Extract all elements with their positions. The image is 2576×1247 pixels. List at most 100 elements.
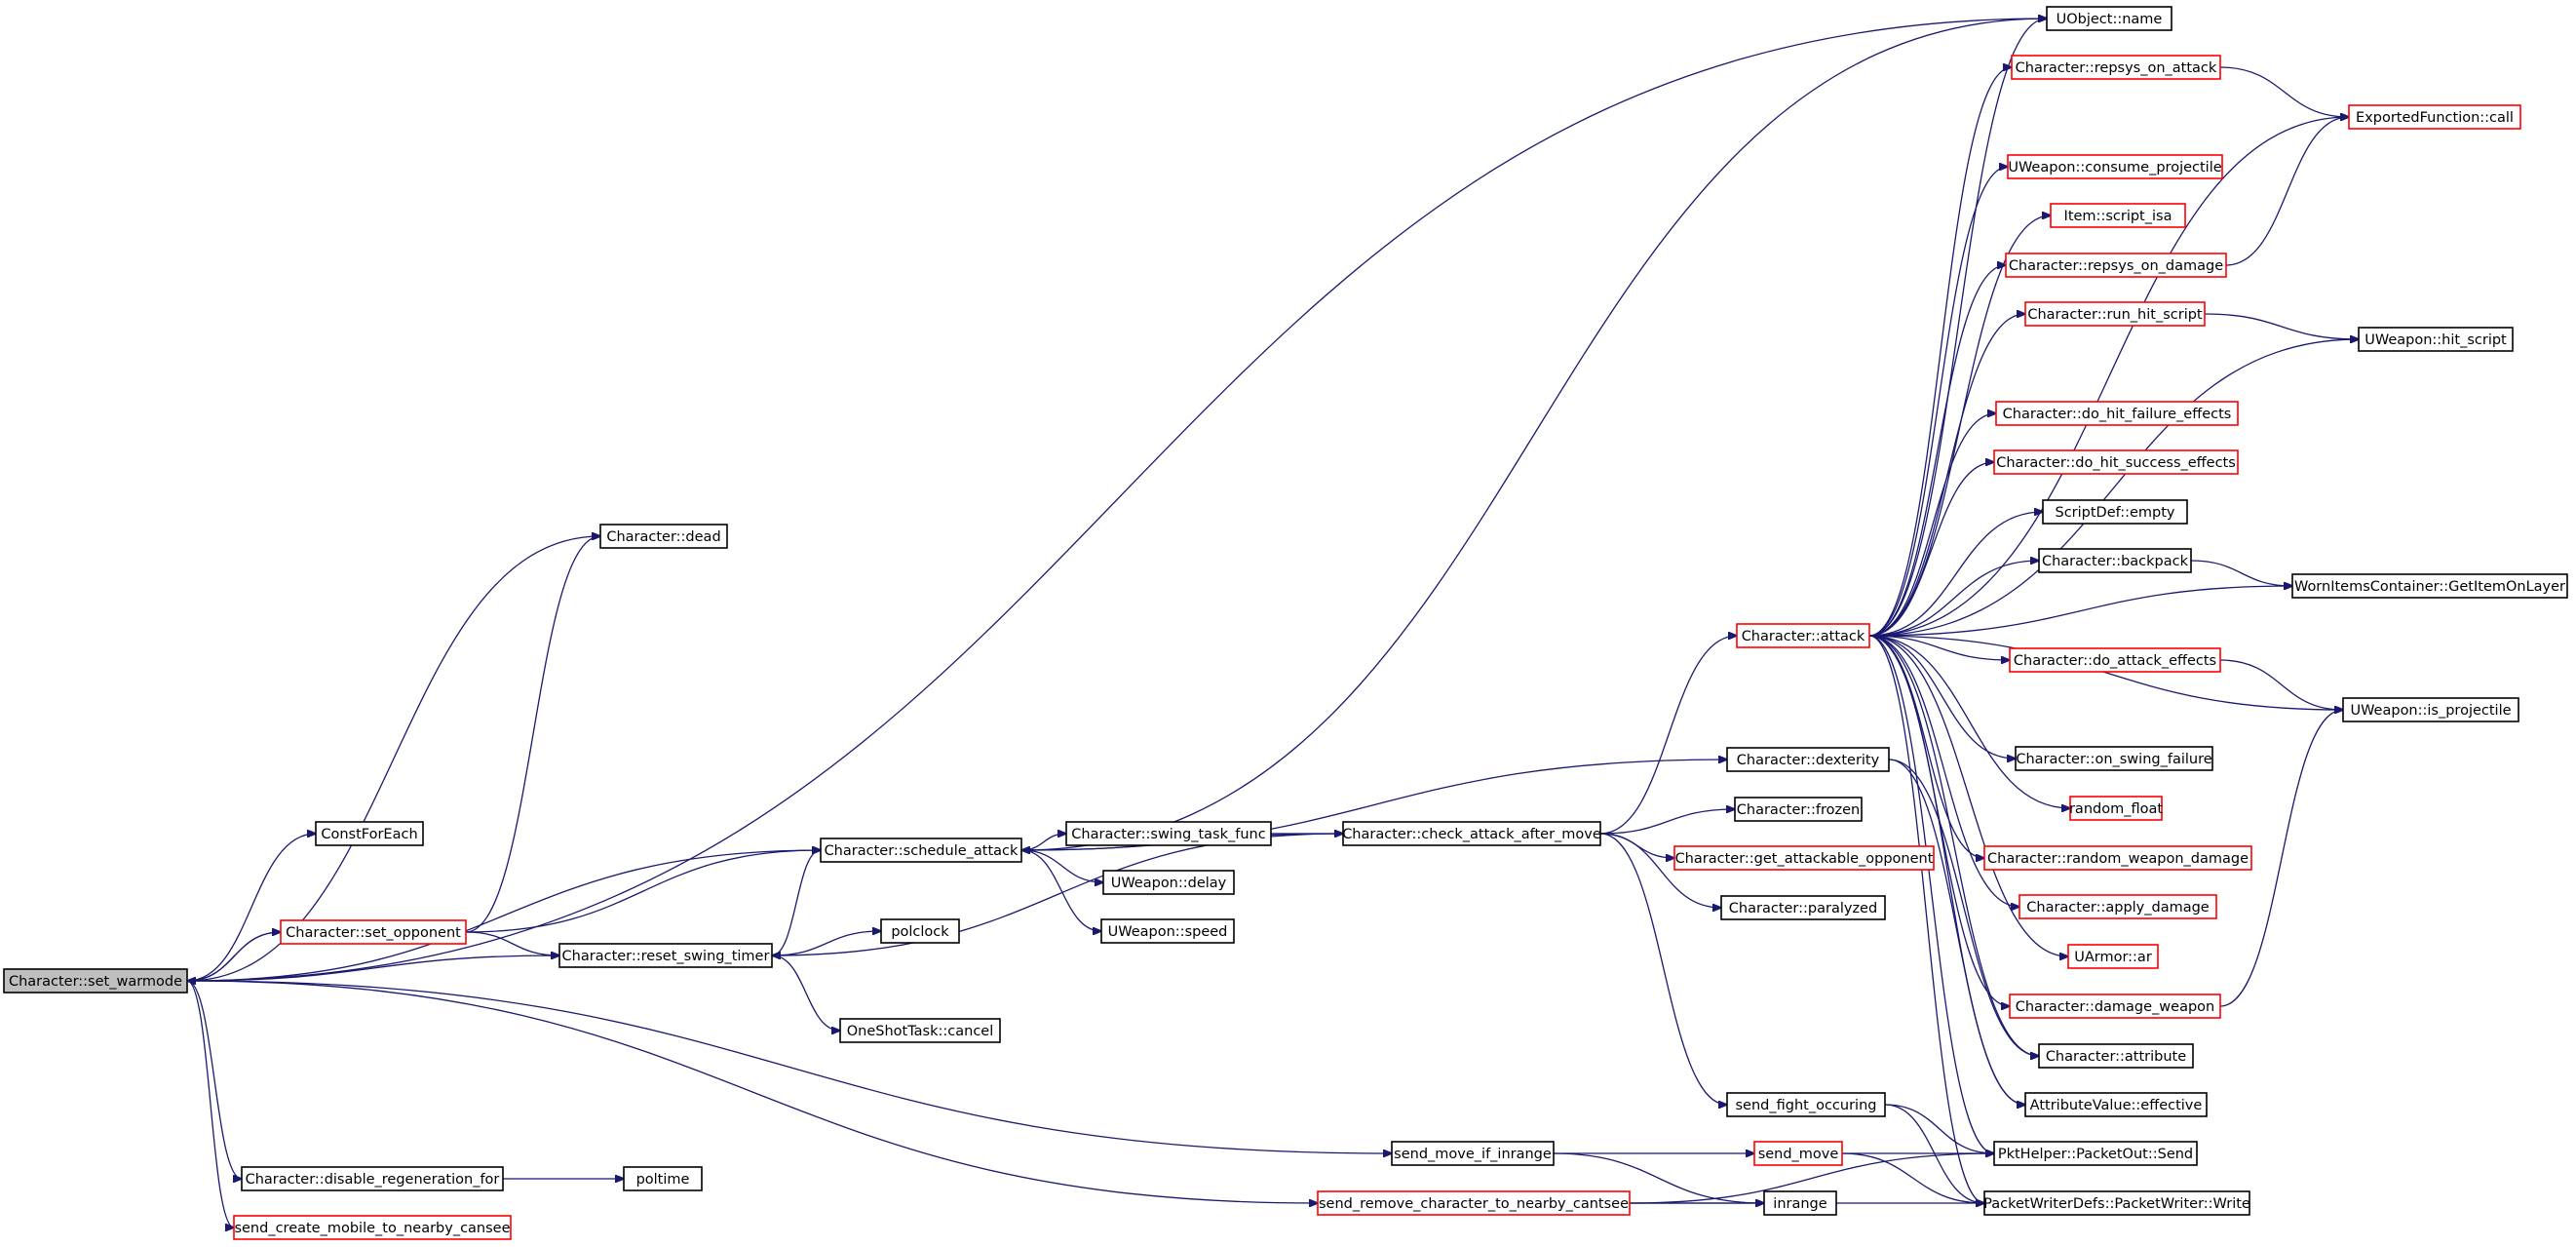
node-label: Character::apply_damage xyxy=(2026,900,2210,916)
node-disable-regeneration-for[interactable]: Character::disable_regeneration_for xyxy=(241,1166,504,1191)
node-getitemonlayer[interactable]: WornItemsContainer::GetItemOnLayer xyxy=(2291,573,2568,599)
node-poltime[interactable]: poltime xyxy=(623,1166,703,1191)
node-on-swing-failure[interactable]: Character::on_swing_failure xyxy=(2015,746,2213,771)
node-exportedfunction-call[interactable]: ExportedFunction::call xyxy=(2348,104,2521,130)
node-uweapon-is-projectile[interactable]: UWeapon::is_projectile xyxy=(2342,697,2519,722)
edge-attack-to-do_hit_success_effects xyxy=(1868,462,1994,637)
node-uweapon-hit-script[interactable]: UWeapon::hit_script xyxy=(2358,327,2514,352)
node-label: Item::script_isa xyxy=(2064,209,2172,224)
node-send-move-if-inrange[interactable]: send_move_if_inrange xyxy=(1391,1141,1555,1166)
node-packetwriter-write[interactable]: PacketWriterDefs::PacketWriter::Write xyxy=(1983,1190,2250,1216)
node-attribute[interactable]: Character::attribute xyxy=(2038,1043,2194,1069)
node-label: Character::dexterity xyxy=(1737,753,1880,768)
node-box xyxy=(1983,1190,2250,1216)
edge-check_attack_after_move-to-send_fight_occuring xyxy=(1599,833,1727,1105)
node-label: Character::dead xyxy=(606,529,720,545)
node-box xyxy=(2042,499,2188,525)
node-box xyxy=(1317,1190,1631,1216)
node-label: Character::schedule_attack xyxy=(825,843,1019,859)
edge-attack-to-ScriptDef_empty xyxy=(1868,512,2043,637)
node-dexterity[interactable]: Character::dexterity xyxy=(1726,747,1890,772)
node-swing-task-func[interactable]: Character::swing_task_func xyxy=(1065,821,1272,846)
node-random-weapon-damage[interactable]: Character::random_weapon_damage xyxy=(1983,845,2252,871)
node-send-fight-occuring[interactable]: send_fight_occuring xyxy=(1726,1092,1886,1117)
node-box xyxy=(2015,746,2213,771)
node-run-hit-script[interactable]: Character::run_hit_script xyxy=(2024,301,2206,327)
node-label: UWeapon::speed xyxy=(1108,924,1228,940)
node-label: Character::random_weapon_damage xyxy=(1987,851,2249,867)
node-repsys-on-attack[interactable]: Character::repsys_on_attack xyxy=(2011,55,2221,80)
node-packetout-send[interactable]: PktHelper::PacketOut::Send xyxy=(1993,1141,2198,1166)
node-label: Character::do_attack_effects xyxy=(2014,653,2216,669)
node-get-attackable-opponent[interactable]: Character::get_attackable_opponent xyxy=(1673,845,1935,871)
node-box xyxy=(1100,918,1235,944)
node-label: Character::do_hit_success_effects xyxy=(1996,455,2236,471)
node-send-move[interactable]: send_move xyxy=(1753,1141,1843,1166)
node-apply-damage[interactable]: Character::apply_damage xyxy=(2019,894,2217,919)
node-paralyzed[interactable]: Character::paralyzed xyxy=(1720,895,1886,920)
node-do-attack-effects[interactable]: Character::do_attack_effects xyxy=(2009,647,2221,673)
edge-attack-to-GetItemOnLayer xyxy=(1868,586,2292,637)
node-check-attack-after-move[interactable]: Character::check_attack_after_move xyxy=(1342,821,1601,846)
node-label: UArmor::ar xyxy=(2074,950,2152,965)
node-box xyxy=(2009,647,2221,673)
node-repsys-on-damage[interactable]: Character::repsys_on_damage xyxy=(2005,253,2227,278)
node-dead[interactable]: Character::dead xyxy=(599,524,728,549)
node-constforeach[interactable]: ConstForEach xyxy=(315,821,424,846)
node-item-script-isa[interactable]: Item::script_isa xyxy=(2050,203,2186,228)
node-label: UWeapon::hit_script xyxy=(2365,332,2507,348)
node-label: Character::swing_task_func xyxy=(1071,827,1265,842)
edge-attack-to-random_float xyxy=(1868,635,2070,808)
node-box xyxy=(2011,55,2221,80)
node-set-warmode[interactable]: Character::set_warmode xyxy=(3,968,188,994)
node-reset-swing-timer[interactable]: Character::reset_swing_timer xyxy=(558,943,773,968)
node-box xyxy=(1726,747,1890,772)
node-box xyxy=(315,821,424,846)
node-backpack[interactable]: Character::backpack xyxy=(2038,548,2192,573)
edge-do_attack_effects-to-UWeapon_is_projectile xyxy=(2219,659,2343,710)
node-set-opponent[interactable]: Character::set_opponent xyxy=(280,919,467,945)
node-uobject-name[interactable]: UObject::name xyxy=(2046,6,2172,31)
node-box xyxy=(1763,1190,1837,1216)
node-attributevalue-effective[interactable]: AttributeValue::effective xyxy=(2024,1092,2208,1117)
node-random-float[interactable]: random_float xyxy=(2069,796,2163,821)
edge-set_opponent-to-dead xyxy=(465,536,600,933)
edge-attack-to-run_hit_script xyxy=(1868,314,2025,637)
edge-reset_swing_timer-to-schedule_attack xyxy=(771,850,821,956)
node-consume-projectile[interactable]: UWeapon::consume_projectile xyxy=(2007,154,2223,179)
edge-set_opponent-to-schedule_attack xyxy=(465,850,821,933)
node-label: Character::on_swing_failure xyxy=(2016,752,2211,767)
node-schedule-attack[interactable]: Character::schedule_attack xyxy=(820,838,1022,863)
node-label: Character::run_hit_script xyxy=(2027,307,2203,323)
node-label: send_remove_character_to_nearby_cantsee xyxy=(1319,1196,1629,1212)
node-uweapon-delay[interactable]: UWeapon::delay xyxy=(1102,870,1235,895)
node-uarmor-ar[interactable]: UArmor::ar xyxy=(2067,944,2159,969)
nodes-layer: Character::set_warmodeConstForEachCharac… xyxy=(3,6,2568,1240)
node-box xyxy=(1734,797,1863,822)
node-label: send_move_if_inrange xyxy=(1394,1147,1552,1162)
node-send-create-mobile[interactable]: send_create_mobile_to_nearby_cansee xyxy=(233,1215,512,1240)
node-label: OneShotTask::cancel xyxy=(847,1024,994,1039)
edge-set_warmode-to-ConstForEach xyxy=(186,834,316,982)
edge-schedule_attack-to-UWeapon_delay xyxy=(1020,849,1103,882)
node-do-hit-success-effects[interactable]: Character::do_hit_success_effects xyxy=(1993,449,2239,475)
node-do-hit-failure-effects[interactable]: Character::do_hit_failure_effects xyxy=(1995,401,2239,426)
node-inrange[interactable]: inrange xyxy=(1763,1190,1837,1216)
edge-set_opponent-to-reset_swing_timer xyxy=(465,931,559,955)
node-label: Character::paralyzed xyxy=(1729,901,1877,916)
node-oneshottask-cancel[interactable]: OneShotTask::cancel xyxy=(839,1018,1001,1043)
node-box xyxy=(233,1215,512,1240)
node-attack[interactable]: Character::attack xyxy=(1736,623,1870,648)
node-scriptdef-empty[interactable]: ScriptDef::empty xyxy=(2042,499,2188,525)
edge-schedule_attack-to-UObject_name xyxy=(1020,19,2047,851)
edge-attack-to-do_hit_failure_effects xyxy=(1868,413,1996,637)
node-uweapon-speed[interactable]: UWeapon::speed xyxy=(1100,918,1235,944)
node-label: Character::get_attackable_opponent xyxy=(1675,851,1934,867)
node-frozen[interactable]: Character::frozen xyxy=(1734,797,1863,822)
node-box xyxy=(2342,697,2519,722)
node-send-remove-character[interactable]: send_remove_character_to_nearby_cantsee xyxy=(1317,1190,1631,1216)
node-polclock[interactable]: polclock xyxy=(880,918,960,944)
edge-attack-to-UWeapon_is_projectile xyxy=(1868,635,2343,710)
node-damage-weapon[interactable]: Character::damage_weapon xyxy=(2009,994,2221,1019)
node-label: ConstForEach xyxy=(321,827,417,842)
